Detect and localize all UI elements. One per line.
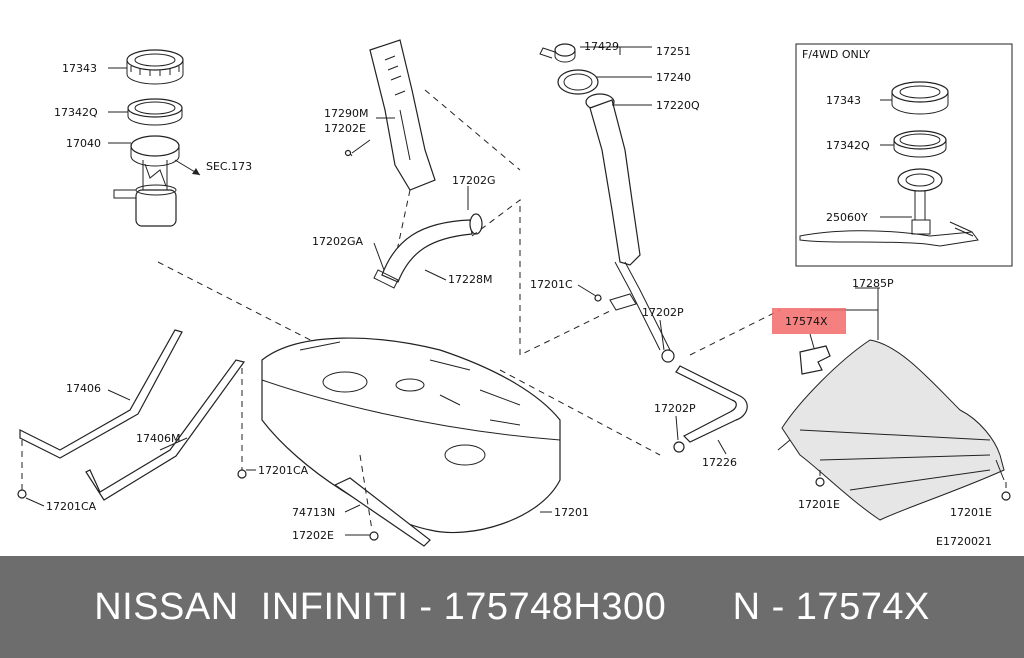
part-number-caption: NISSAN INFINITI - 175748H300 N - 17574X — [94, 586, 930, 628]
label-17201e-left: 17201E — [798, 498, 840, 511]
tank-strap-left-icon — [19, 329, 183, 459]
pump-gasket-icon — [127, 98, 183, 126]
label-17202g: 17202G — [452, 174, 496, 187]
label-17201ca-right: 17201CA — [258, 464, 309, 477]
label-17202p-lower: 17202P — [654, 402, 696, 415]
label-sec173: SEC.173 — [206, 160, 252, 173]
label-17406m: 17406M — [136, 432, 180, 445]
caption-bar: NISSAN INFINITI - 175748H300 N - 17574X — [0, 556, 1024, 658]
label-17220q: 17220Q — [656, 99, 700, 112]
inset-gasket-icon — [893, 130, 947, 158]
label-17201e-right: 17201E — [950, 506, 992, 519]
fuel-pump-icon — [113, 135, 180, 227]
parts-diagram: F/4WD ONLY 17343 17342Q 25060Y — [17, 39, 1013, 548]
tank-strap-right-icon — [85, 359, 246, 501]
clip-17574x-icon — [799, 345, 831, 375]
label-17040: 17040 — [66, 137, 101, 150]
inset-lock-ring-icon — [891, 81, 949, 115]
label-17343: 17343 — [62, 62, 97, 75]
label-17201: 17201 — [554, 506, 589, 519]
label-17201ca-left: 17201CA — [46, 500, 97, 513]
label-17429: 17429 — [584, 40, 619, 53]
label-17202ga: 17202GA — [312, 235, 364, 248]
label-17290m: 17290M — [324, 107, 368, 120]
inset-frame — [795, 43, 1013, 267]
label-17285p: 17285P — [852, 277, 894, 290]
fuel-tank-icon — [261, 337, 561, 534]
vent-hose-icon — [675, 365, 748, 443]
inset-label-17342q: 17342Q — [826, 139, 870, 152]
label-17574x: 17574X — [785, 315, 828, 328]
label-17201c: 17201C — [530, 278, 573, 291]
filler-neck-icon — [585, 93, 671, 351]
inset-sender-unit-icon — [799, 168, 979, 247]
heat-shield-icon — [777, 339, 1005, 521]
filler-gasket-icon — [557, 69, 599, 95]
label-17251: 17251 — [656, 45, 691, 58]
label-74713n: 74713N — [292, 506, 335, 519]
diagram-code: E1720021 — [936, 535, 992, 548]
label-17202e-bottom: 17202E — [292, 529, 334, 542]
highlight-17574x — [772, 308, 846, 334]
inset-label-25060y: 25060Y — [826, 211, 868, 224]
tank-bracket-icon — [333, 477, 431, 547]
label-17202p-upper: 17202P — [642, 306, 684, 319]
label-17228m: 17228M — [448, 273, 492, 286]
inset-title: F/4WD ONLY — [802, 48, 870, 61]
lock-ring-icon — [126, 49, 184, 85]
label-17342q: 17342Q — [54, 106, 98, 119]
inset-label-17343: 17343 — [826, 94, 861, 107]
filler-cap-icon — [539, 43, 576, 63]
label-17226: 17226 — [702, 456, 737, 469]
filler-hose-icon — [373, 213, 483, 289]
filler-protector-icon — [369, 39, 436, 191]
label-17202e-top: 17202E — [324, 122, 366, 135]
label-17406: 17406 — [66, 382, 101, 395]
label-17240: 17240 — [656, 71, 691, 84]
